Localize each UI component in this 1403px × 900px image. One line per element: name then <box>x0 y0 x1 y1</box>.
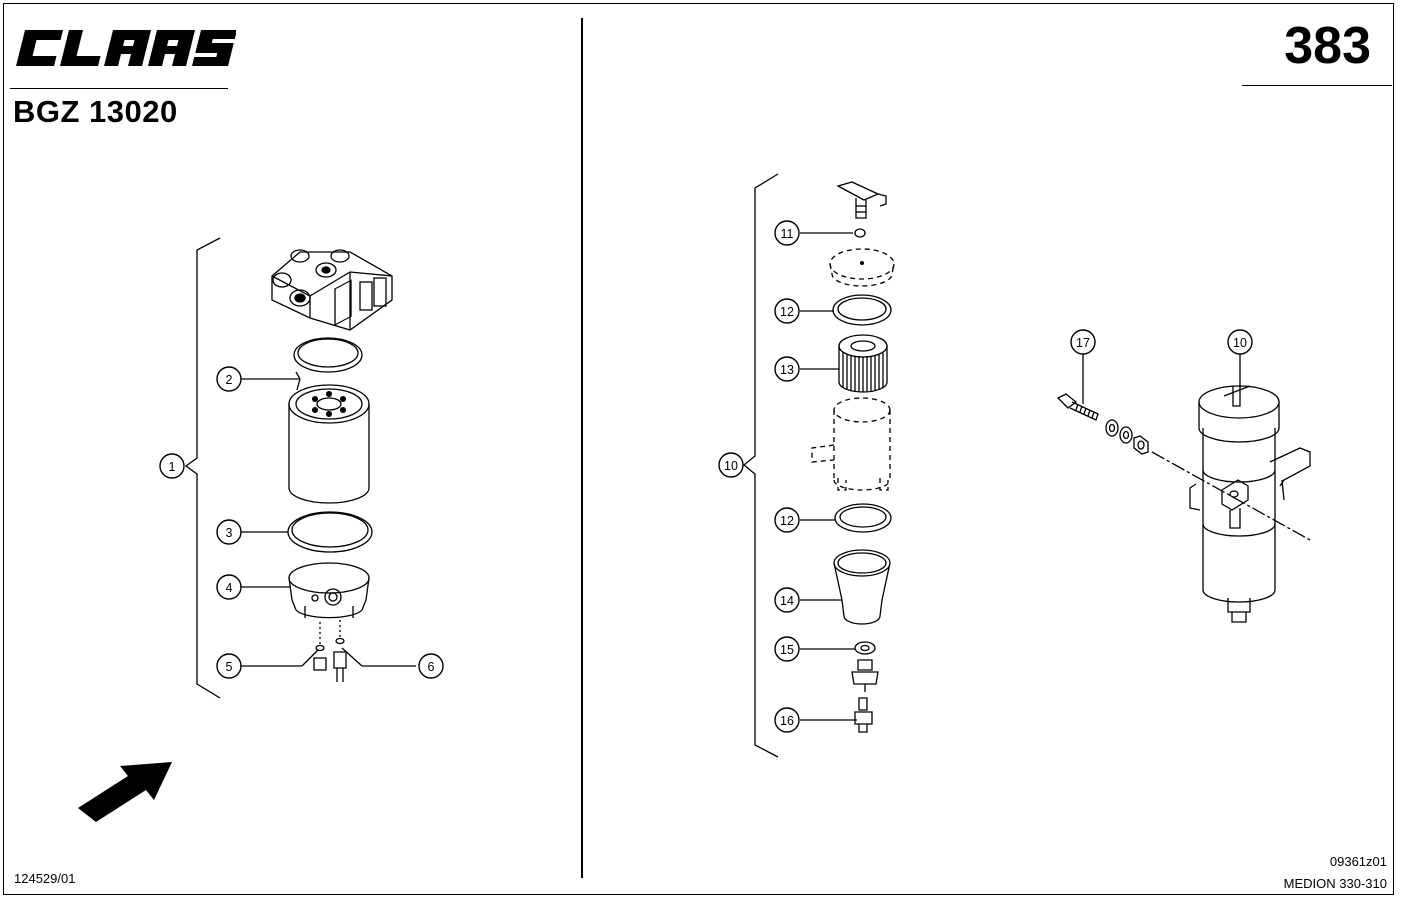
document-code: BGZ 13020 <box>13 94 178 129</box>
callout-12-top: 12 <box>780 305 794 319</box>
footer-model: MEDION 330-310 <box>1283 876 1387 891</box>
seal-ring-12-top-drawing <box>832 294 892 326</box>
callout-5: 5 <box>226 660 233 674</box>
t-fitting-drawing <box>836 181 887 219</box>
seal-ring-12-bottom-drawing <box>834 503 892 533</box>
right-leader-lines <box>1082 354 1241 404</box>
callout-10-center: 10 <box>724 459 738 473</box>
callout-10-right: 10 <box>1233 336 1247 350</box>
logo-underline <box>10 88 228 90</box>
callout-6: 6 <box>428 660 435 674</box>
callout-12-bottom: 12 <box>780 514 794 528</box>
assembled-filter-drawing <box>1189 385 1311 623</box>
drain-fitting-drawing <box>851 659 879 692</box>
direction-arrow <box>78 762 172 822</box>
footer-left-ref: 124529/01 <box>14 871 76 886</box>
filter-element-13-drawing <box>838 334 888 393</box>
left-assembly-bracket <box>184 237 221 699</box>
washer-15-drawing <box>854 641 876 655</box>
callout-16: 16 <box>780 714 794 728</box>
page-number: 383 <box>1284 17 1371 75</box>
seal-ring-2-drawing <box>293 337 363 373</box>
o-ring-11-drawing <box>854 228 866 238</box>
bowl-14-drawing <box>833 549 891 625</box>
water-bowl-4-drawing <box>288 562 370 619</box>
housing-dashed <box>811 397 891 491</box>
page-frame <box>3 3 1394 895</box>
filter-cartridge-drawing <box>288 384 370 504</box>
bolt-17-drawing <box>1056 393 1311 541</box>
callout-4: 4 <box>226 581 233 595</box>
left-leader-lines <box>241 371 416 667</box>
footer-drawing-ref: 09361z01 <box>1329 854 1387 869</box>
center-divider <box>581 18 583 878</box>
callout-11: 11 <box>781 227 794 241</box>
callout-13: 13 <box>780 363 794 377</box>
callout-14: 14 <box>780 594 794 608</box>
claas-logo <box>16 30 236 66</box>
seal-ring-3-drawing <box>287 511 373 553</box>
plug-16-drawing <box>854 697 873 733</box>
callout-3: 3 <box>226 526 233 540</box>
filter-head-drawing <box>271 249 393 331</box>
cover-disc-dashed <box>829 248 895 287</box>
callouts <box>159 220 1253 733</box>
center-assembly-bracket <box>742 173 779 758</box>
callout-15: 15 <box>780 643 794 657</box>
callout-17: 17 <box>1076 336 1090 350</box>
callout-1: 1 <box>169 460 176 474</box>
page-number-underline <box>1242 85 1392 87</box>
callout-2: 2 <box>226 373 233 387</box>
center-leader-lines <box>800 232 857 721</box>
drain-plugs-drawing <box>313 620 347 682</box>
